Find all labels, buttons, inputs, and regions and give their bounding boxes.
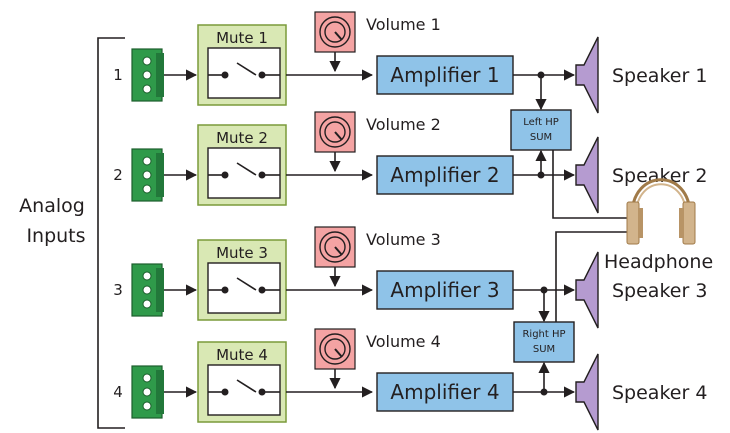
amplifier-label: Amplifier 1 [390,63,499,87]
speaker-icon [575,353,599,431]
mute-block: Mute 3 [197,239,287,321]
switch-icon [208,277,280,294]
switch-icon [208,379,280,396]
junction-dot [540,286,548,294]
terminal-block-icon [131,148,164,202]
channel-number: 4 [113,383,123,401]
speaker-label: Speaker 2 [612,165,707,187]
analog-label: Analog [19,195,85,217]
mute-block: Mute 2 [197,124,287,206]
mute-label: Mute 3 [216,244,268,262]
amplifier-box [376,270,514,310]
mute-label: Mute 1 [216,29,268,47]
left-sum-line2: SUM [530,132,552,143]
terminal-block-icon [131,365,164,419]
volume-knob-icon [314,111,356,153]
volume-label: Volume 4 [366,332,441,351]
right-sum-box [513,321,575,363]
volume-knob-icon [314,226,356,268]
amplifier-label: Amplifier 2 [390,163,499,187]
left-sum-box [510,109,572,151]
right-sum-line1: Right HP [522,329,565,340]
left-sum-line1: Left HP [523,117,559,128]
volume-label: Volume 1 [366,15,441,34]
switch-icon [208,62,280,79]
mute-block: Mute 4 [197,341,287,423]
right-sum-line2: SUM [533,344,555,355]
channel-2: 2 Mute 2 Volume 2 Amplifier 2 Speaker 2 [113,111,707,214]
volume-knob-icon [314,11,356,53]
speaker-icon [575,251,599,329]
amplifier-label: Amplifier 4 [390,380,499,404]
volume-knob-icon [314,328,356,370]
channel-3: 3 Mute 3 Volume 3 Amplifier 3 Speaker 3 [113,226,707,329]
mute-label: Mute 4 [216,346,268,364]
speaker-icon [575,136,599,214]
channel-4: 4 Mute 4 Volume 4 Amplifier 4 Speaker 4 [113,328,707,431]
channel-number: 3 [113,281,123,299]
mute-label: Mute 2 [216,129,268,147]
amplifier-box [376,155,514,195]
speaker-label: Speaker 1 [612,65,707,87]
inputs-label: Inputs [26,225,85,247]
speaker-icon [575,36,599,114]
left-sum-to-headphone [552,150,632,219]
speaker-label: Speaker 4 [612,382,707,404]
terminal-block-icon [131,263,164,317]
terminal-block-icon [131,48,164,102]
mute-block: Mute 1 [197,24,287,106]
headphone-icon [626,178,696,245]
inputs-bracket [97,37,125,429]
amplifier-box [376,372,514,412]
amplifier-label: Amplifier 3 [390,278,499,302]
channel-1: 1 Mute 1 Volume 1 Amplifier 1 Speaker 1 [113,11,707,114]
right-sum-to-headphone [555,231,632,322]
right-hp-sum: Right HP SUM [513,231,632,392]
channel-number: 1 [113,66,123,84]
volume-label: Volume 3 [366,230,441,249]
headphone-label: Headphone [604,251,713,273]
channel-number: 2 [113,166,123,184]
speaker-label: Speaker 3 [612,280,707,302]
amplifier-box [376,55,514,95]
switch-icon [208,162,280,179]
volume-label: Volume 2 [366,115,441,134]
left-hp-sum: Left HP SUM [510,75,632,219]
